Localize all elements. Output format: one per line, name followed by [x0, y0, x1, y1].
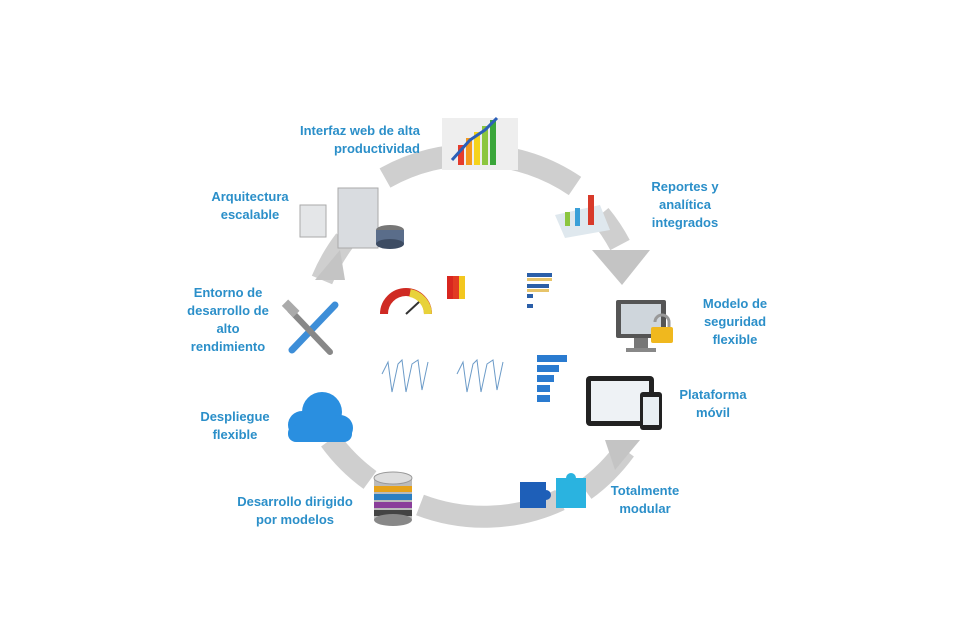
label-line: seguridad: [703, 314, 767, 329]
database-icon: [373, 471, 413, 526]
label-line: Modelo de: [702, 296, 768, 311]
arrow-head-icon: [605, 440, 640, 470]
label-line: Entorno de: [193, 285, 263, 300]
dashboard-screenshot: [362, 252, 578, 418]
label-line: alto: [216, 321, 240, 336]
label-model-driven: Desarrollo dirigido por modelos: [230, 493, 360, 529]
label-modular: Totalmente modular: [600, 482, 690, 518]
tools-icon: [281, 299, 339, 355]
secure-monitor-icon: [616, 300, 673, 352]
label-line: flexible: [212, 427, 258, 442]
ring-segment: [321, 433, 377, 489]
label-reports: Reportes y analítica integrados: [640, 178, 730, 232]
label-line: modular: [619, 501, 671, 516]
server-icon: [299, 187, 404, 249]
label-architecture: Arquitectura escalable: [200, 188, 300, 224]
label-dev-environment: Entorno de desarrollo de alto rendimient…: [180, 284, 276, 356]
label-line: integrados: [651, 215, 719, 230]
label-line: escalable: [220, 207, 280, 222]
arrow-head-icon: [315, 250, 345, 280]
label-line: productividad: [333, 141, 420, 156]
label-security: Modelo de seguridad flexible: [690, 295, 780, 349]
label-line: Desarrollo dirigido: [237, 494, 353, 509]
label-line: rendimiento: [190, 339, 266, 354]
report-chart-icon: [555, 195, 610, 238]
cloud-icon: [288, 392, 353, 442]
label-line: por modelos: [255, 512, 334, 527]
label-line: Reportes y: [651, 179, 719, 194]
bar-chart-icon: [442, 116, 518, 170]
label-line: Arquitectura: [211, 189, 289, 204]
label-line: flexible: [712, 332, 758, 347]
label-deployment: Despliegue flexible: [190, 408, 280, 444]
label-mobile: Plataforma móvil: [668, 386, 758, 422]
label-line: analítica: [658, 197, 712, 212]
label-web-interface: Interfaz web de alta productividad: [300, 122, 420, 158]
label-line: Despliegue: [200, 409, 270, 424]
label-line: desarrollo de: [187, 303, 269, 318]
label-line: Totalmente: [610, 483, 680, 498]
label-line: Interfaz web de alta: [300, 123, 420, 138]
arrow-head-icon: [592, 250, 650, 285]
label-line: Plataforma: [679, 387, 747, 402]
puzzle-icon: [520, 473, 586, 508]
label-line: móvil: [696, 405, 730, 420]
tablet-phone-icon: [586, 376, 662, 430]
